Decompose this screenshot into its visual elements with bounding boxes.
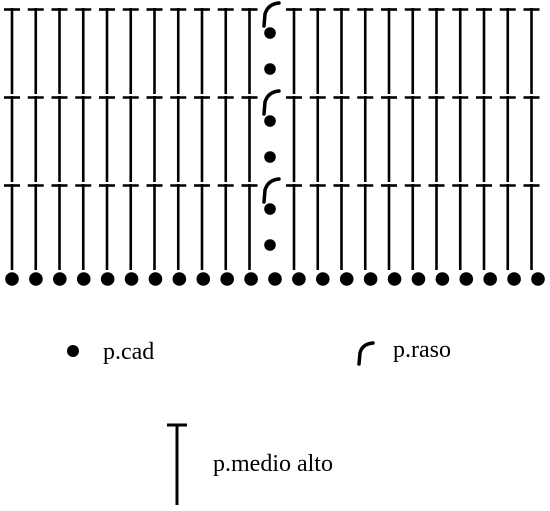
foundation-chain-dot (196, 272, 211, 286)
foundation-chain-dot (507, 272, 521, 286)
foundation-chain-dot (100, 272, 115, 286)
legend (67, 341, 375, 505)
foundation-chain-dot (172, 272, 187, 286)
legend-hdc-label: p.medio alto (213, 451, 333, 477)
chain-dot (264, 63, 276, 75)
foundation-chain-dot (53, 272, 67, 286)
foundation-chain-dot (124, 272, 139, 286)
chain-dot (264, 27, 276, 39)
foundation-chain-dot (459, 272, 474, 286)
legend-slip-label: p.raso (393, 337, 451, 363)
slip-stitch-icon (262, 177, 281, 204)
foundation-chain-dot (531, 272, 545, 286)
slip-stitch-symbol-icon (357, 341, 375, 366)
foundation-chain-dot (220, 272, 234, 286)
foundation-chain-dot (339, 272, 354, 286)
foundation-chain-dot (268, 272, 282, 286)
foundation-chain-dot (316, 272, 330, 286)
chain-dot (264, 151, 276, 163)
foundation-chain-dot (292, 272, 306, 286)
foundation-chain-dot (76, 272, 91, 286)
chain-symbol-icon (67, 345, 79, 357)
foundation-chain-dot (148, 272, 163, 286)
foundation-chain-dot (363, 272, 378, 286)
slip-stitch-icon (262, 1, 281, 28)
foundation-chain-dot (387, 272, 402, 286)
slip-stitch-icon (262, 89, 281, 116)
stitch-grid (4, 1, 545, 286)
foundation-chain-dot (411, 272, 426, 286)
foundation-chain-dot (483, 272, 497, 286)
chain-dot (264, 115, 276, 127)
foundation-chain-dot (244, 272, 258, 286)
legend-chain-label: p.cad (103, 339, 155, 365)
chain-dot (264, 203, 276, 215)
foundation-chain-dot (5, 272, 19, 286)
chain-dot (264, 239, 276, 251)
foundation-chain-dot (29, 272, 43, 286)
foundation-chain-dot (435, 272, 450, 286)
